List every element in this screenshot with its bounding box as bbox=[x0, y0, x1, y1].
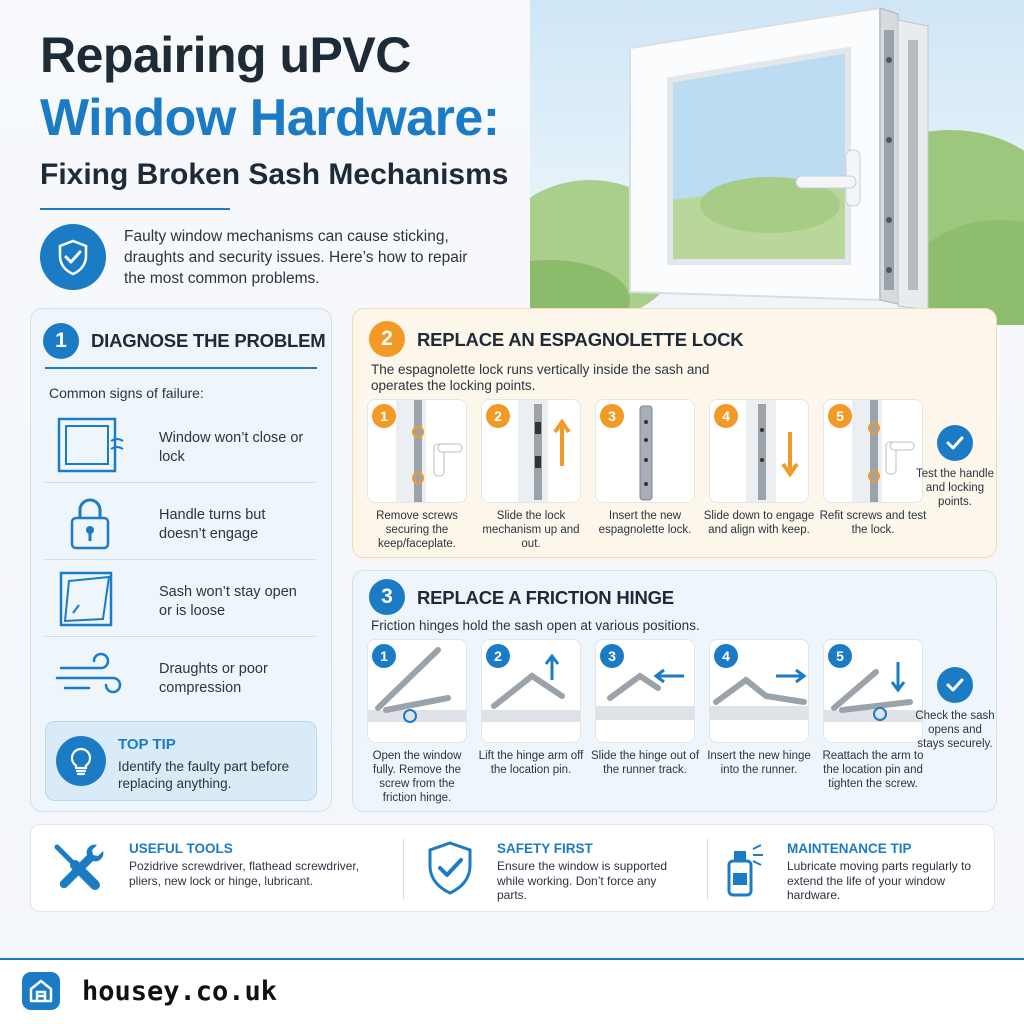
sign-text: Draughts or poor compression bbox=[159, 661, 268, 696]
divider bbox=[403, 839, 404, 899]
padlock-icon bbox=[53, 492, 127, 552]
step-number: 1 bbox=[372, 644, 396, 668]
step-illustration: 1 bbox=[367, 399, 467, 503]
house-logo-icon[interactable] bbox=[22, 972, 60, 1010]
step-illustration: 1 bbox=[367, 639, 467, 743]
list-item: Sash won’t stay open or is loose bbox=[45, 561, 315, 637]
step-text: Insert the new hinge into the runner. bbox=[707, 750, 811, 776]
step-number: 3 bbox=[600, 404, 624, 428]
draught-wind-icon bbox=[53, 646, 127, 706]
safety-text: Ensure the window is supported while wor… bbox=[497, 859, 668, 902]
step-text: Reattach the arm to the location pin and… bbox=[822, 750, 924, 790]
section-description: Friction hinges hold the sash open at va… bbox=[371, 618, 700, 633]
spray-can-icon bbox=[717, 837, 779, 899]
section-title: REPLACE A FRICTION HINGE bbox=[417, 587, 674, 608]
section-title: DIAGNOSE THE PROBLEM bbox=[91, 330, 326, 351]
step-text: Insert the new espagnolette lock. bbox=[598, 510, 692, 536]
step-illustration: 3 bbox=[595, 639, 695, 743]
page-subtitle: Fixing Broken Sash Mechanisms bbox=[40, 158, 509, 191]
list-item: Window won’t close or lock bbox=[45, 407, 315, 483]
top-tip-box: TOP TIP Identify the faulty part before … bbox=[45, 721, 317, 801]
tip-title: TOP TIP bbox=[118, 736, 176, 753]
step-text: Open the window fully. Remove the screw … bbox=[372, 750, 462, 804]
section-number: 2 bbox=[369, 321, 405, 357]
sign-text: Window won’t close or lock bbox=[159, 430, 304, 465]
intro-text: Faulty window mechanisms can cause stick… bbox=[124, 228, 468, 287]
section-number: 3 bbox=[369, 579, 405, 615]
step-number: 5 bbox=[828, 404, 852, 428]
step-illustration: 4 bbox=[709, 639, 809, 743]
step-illustration: 3 bbox=[595, 399, 695, 503]
subtitle-underline bbox=[40, 208, 230, 210]
site-link[interactable]: housey.co.uk bbox=[82, 976, 278, 1007]
info-bar: USEFUL TOOLS Pozidrive screwdriver, flat… bbox=[30, 824, 995, 912]
step-illustration: 5 bbox=[823, 399, 923, 503]
step-number: 2 bbox=[486, 404, 510, 428]
step-number: 1 bbox=[372, 404, 396, 428]
page-title-line1: Repairing uPVC bbox=[40, 27, 411, 83]
safety-title: SAFETY FIRST bbox=[497, 841, 593, 856]
maintenance-text: Lubricate moving parts regularly to exte… bbox=[787, 859, 972, 902]
checkmark-icon bbox=[937, 425, 973, 461]
step-text: Slide down to engage and align with keep… bbox=[703, 510, 815, 536]
step-number: 2 bbox=[486, 644, 510, 668]
tip-text: Identify the faulty part before replacin… bbox=[118, 759, 290, 791]
shield-check-icon bbox=[419, 837, 481, 899]
section-description: The espagnolette lock runs vertically in… bbox=[371, 362, 710, 393]
step-text: Slide the hinge out of the runner track. bbox=[590, 750, 700, 776]
footer: housey.co.uk bbox=[0, 960, 1024, 1024]
step-number: 5 bbox=[828, 644, 852, 668]
list-item: Draughts or poor compression bbox=[45, 638, 315, 714]
window-illustration bbox=[530, 0, 1024, 325]
step-text: Remove screws securing the keep/faceplat… bbox=[376, 510, 458, 550]
section-number: 1 bbox=[43, 323, 79, 359]
step-number: 4 bbox=[714, 404, 738, 428]
footer-rule bbox=[0, 958, 1024, 960]
step-illustration: 2 bbox=[481, 399, 581, 503]
final-step-text: Test the handle and locking points. bbox=[915, 468, 994, 508]
step-text: Refit screws and test the lock. bbox=[819, 510, 927, 536]
step-number: 4 bbox=[714, 644, 738, 668]
checkmark-icon bbox=[937, 667, 973, 703]
divider bbox=[707, 839, 708, 899]
page-title-line2: Window Hardware: bbox=[40, 89, 500, 147]
step-illustration: 5 bbox=[823, 639, 923, 743]
diagnose-panel: 1 DIAGNOSE THE PROBLEM Common signs of f… bbox=[30, 308, 332, 812]
tools-text: Pozidrive screwdriver, flathead screwdri… bbox=[129, 859, 360, 888]
window-frame-icon bbox=[53, 415, 127, 475]
maintenance-title: MAINTENANCE TIP bbox=[787, 841, 912, 856]
signs-subheading: Common signs of failure: bbox=[49, 385, 204, 401]
screwdriver-wrench-icon bbox=[47, 837, 109, 899]
sign-text: Sash won’t stay open or is loose bbox=[159, 584, 297, 619]
sign-text: Handle turns but doesn’t engage bbox=[159, 507, 266, 542]
step-number: 3 bbox=[600, 644, 624, 668]
step-illustration: 4 bbox=[709, 399, 809, 503]
step-text: Slide the lock mechanism up and out. bbox=[482, 510, 580, 550]
tools-title: USEFUL TOOLS bbox=[129, 841, 233, 856]
step-illustration: 2 bbox=[481, 639, 581, 743]
friction-hinge-panel: 3 REPLACE A FRICTION HINGE Friction hing… bbox=[352, 570, 997, 812]
list-item: Handle turns but doesn’t engage bbox=[45, 484, 315, 560]
lightbulb-icon bbox=[56, 736, 106, 786]
section-rule bbox=[45, 367, 317, 369]
open-sash-icon bbox=[53, 569, 127, 629]
espagnolette-panel: 2 REPLACE AN ESPAGNOLETTE LOCK The espag… bbox=[352, 308, 997, 558]
section-title: REPLACE AN ESPAGNOLETTE LOCK bbox=[417, 329, 744, 350]
step-text: Lift the hinge arm off the location pin. bbox=[478, 750, 584, 776]
shield-check-icon bbox=[40, 224, 106, 290]
final-step-text: Check the sash opens and stays securely. bbox=[915, 710, 995, 750]
